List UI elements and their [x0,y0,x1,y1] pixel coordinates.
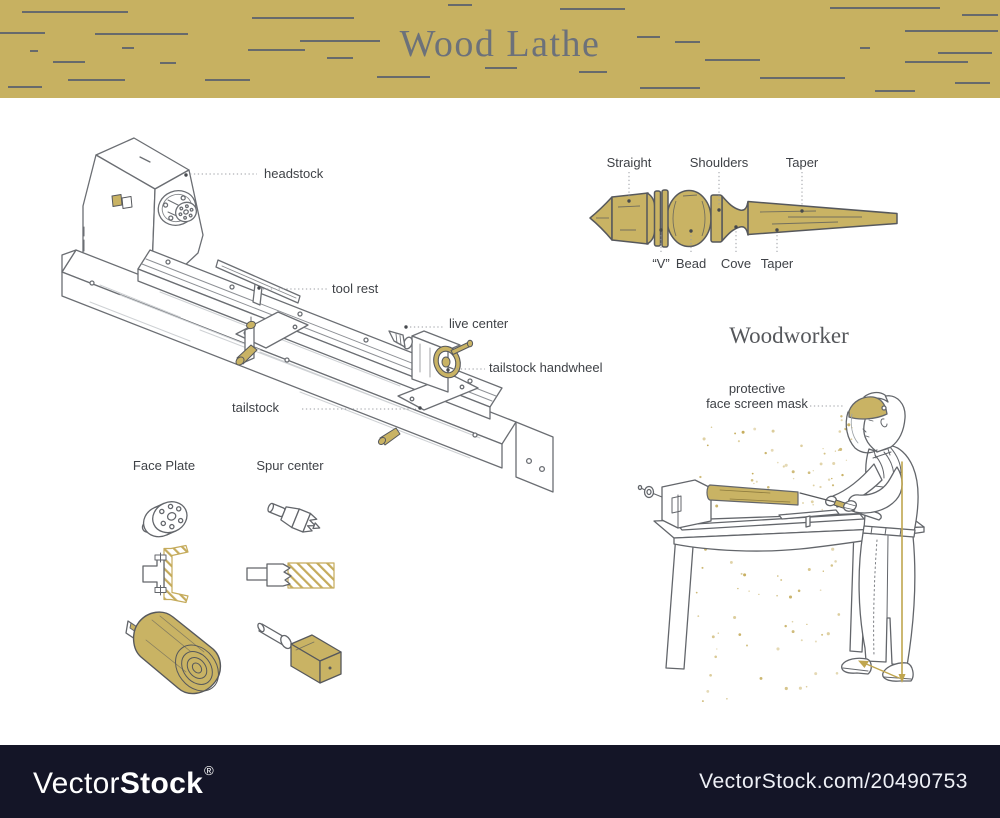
spur-center-drawing [267,502,321,533]
label-tailstock: tailstock [232,400,279,415]
worker-figure [799,391,919,682]
lathe-illustration [61,137,554,493]
watermark-url: VectorStock.com/20490753 [699,770,968,793]
spur-workpiece [257,622,342,684]
tool-rest-clamp-knob [246,320,256,330]
woodworker-heading: Woodworker [729,323,849,348]
label-bead: Bead [675,256,707,271]
title-banner: Wood Lathe [0,0,1000,98]
wood-grain-texture [0,4,998,92]
label-v-cut: “V” [652,256,670,271]
spindle-illustration [589,189,898,248]
label-taper-bottom: Taper [760,256,794,271]
faceplate-workpiece [125,611,222,695]
label-tool-rest: tool rest [332,281,379,296]
woodworker-illustration [637,391,925,703]
label-live-center: live center [449,316,509,331]
label-tailstock-handwheel: tailstock handwheel [489,360,603,375]
label-headstock: headstock [264,166,324,181]
watermark-bar: VectorStock® VectorStock.com/20490753 [0,745,1000,818]
power-switch [111,194,123,207]
label-shoulders: Shoulders [689,155,749,170]
label-spur-center: Spur center [256,458,324,473]
lathe-bed-drawing [61,249,554,493]
page-title: Wood Lathe [399,23,601,65]
tool-rest-drawing [215,259,309,366]
registered-trademark-symbol: ® [204,763,214,778]
spur-parts [246,502,342,684]
bench-lathe-drawing [637,479,865,531]
faceplate-parts [125,501,222,695]
label-protective-mask: protective face screen mask [706,381,808,411]
faceplate-drawing [141,501,188,538]
label-straight: Straight [606,155,652,170]
faceplate-cross-section [142,544,189,604]
spur-cross-section [246,562,335,589]
leader-anchor-dots [184,173,804,410]
label-taper-top: Taper [785,155,819,170]
posture-guide-line [858,461,906,683]
tailstock-drawing [377,330,479,446]
face-shield-crown [848,396,888,420]
label-face-plate: Face Plate [132,458,196,473]
vectorstock-logo: VectorStock® [33,763,214,800]
handwheel-drawing [433,339,474,379]
label-leader-lines [190,172,845,410]
label-cove: Cove [720,256,752,271]
sawdust-particles [692,415,854,703]
